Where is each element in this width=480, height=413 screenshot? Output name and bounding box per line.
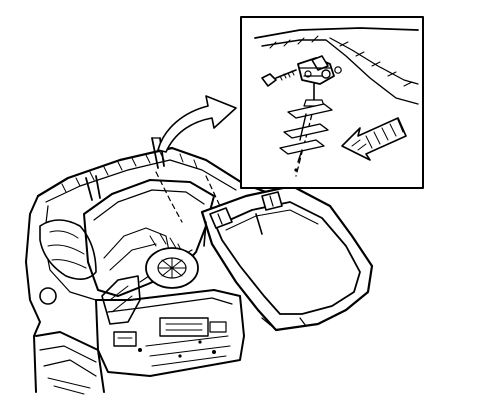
inset-detail-box bbox=[240, 16, 424, 189]
hinge-bolt bbox=[261, 69, 297, 87]
vehicle-rear-body bbox=[25, 137, 268, 395]
roof-panel-edge bbox=[254, 27, 419, 105]
liftgate-hinge bbox=[297, 55, 342, 107]
exploded-fasteners bbox=[279, 103, 333, 177]
liftgate-panel bbox=[200, 184, 374, 332]
callout-arrow bbox=[157, 95, 237, 153]
direction-arrow bbox=[341, 117, 407, 161]
